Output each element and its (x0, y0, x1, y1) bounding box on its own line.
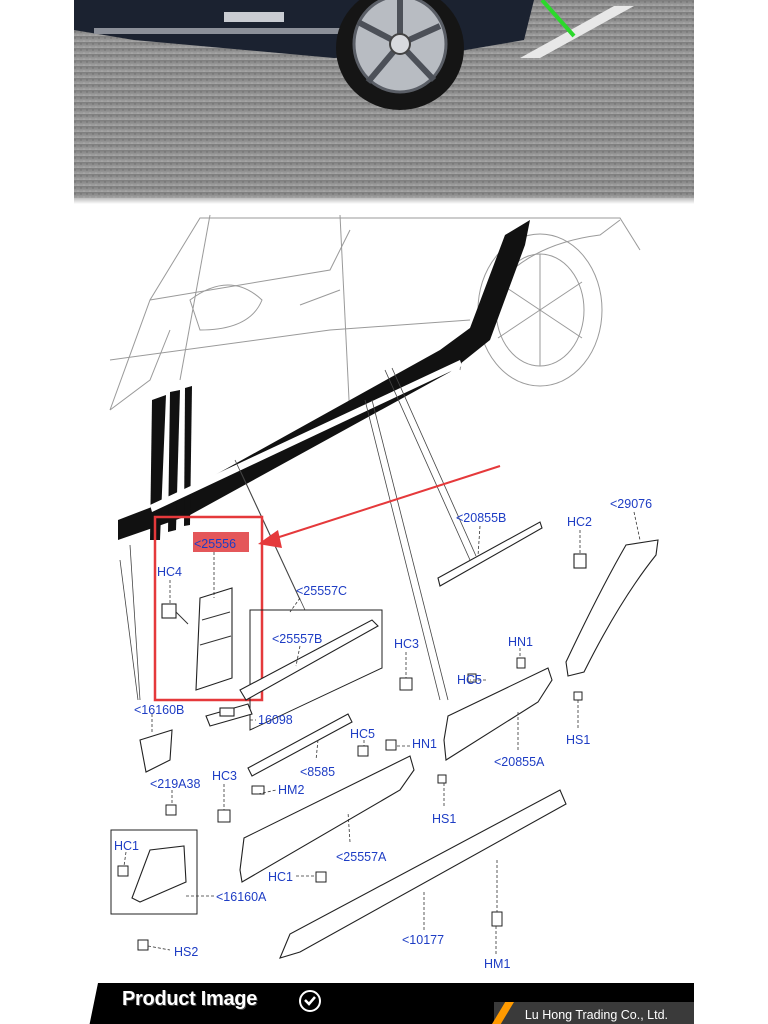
bumper-chrome (94, 28, 344, 34)
wheel-hub (389, 33, 411, 55)
label-hc5-top: HC5 (457, 673, 482, 687)
label-25557a: <25557A (336, 850, 387, 864)
part-16160a-cover (110, 829, 198, 915)
label-hc3-top: HC3 (394, 637, 419, 651)
part-8585-strip (247, 713, 353, 777)
part-25556-garnish (195, 587, 233, 691)
label-16160a: <16160A (216, 890, 267, 904)
part-hc2-clip (573, 553, 587, 569)
label-10177: <10177 (402, 933, 444, 947)
label-hs1-mid: HS1 (432, 812, 456, 826)
part-16098-clip (205, 703, 253, 727)
label-25557c: <25557C (296, 584, 347, 598)
part-20855b-strip (437, 521, 543, 587)
parts-diagram: <25556 HC4 <25557C <25557B <16160B 16098… (109, 214, 659, 971)
label-hn1-mid: HN1 (412, 737, 437, 751)
part-25557b-moulding (239, 619, 379, 701)
highlight-label-bg (193, 532, 249, 552)
label-hn1-top: HN1 (508, 635, 533, 649)
label-219a38: <219A38 (150, 777, 200, 791)
part-16160b-cover (139, 729, 173, 773)
label-16160b: <16160B (134, 703, 184, 717)
label-hs1-right: HS1 (566, 733, 590, 747)
part-hc4-clip (161, 603, 189, 625)
label-25557b: <25557B (272, 632, 322, 646)
label-29076: <29076 (610, 497, 652, 511)
highlight-arrow-shaft (269, 465, 501, 541)
label-hm1: HM1 (484, 957, 510, 971)
road-marking (520, 6, 634, 58)
label-25556: <25556 (194, 537, 236, 551)
company-name: Lu Hong Trading Co., Ltd. (524, 1008, 668, 1022)
label-hc3-mid: HC3 (212, 769, 237, 783)
footer-banner: Product Image Lu Hong Trading Co., Ltd. (84, 983, 694, 1024)
car-trim-strips (118, 220, 530, 540)
car-photo (74, 0, 694, 198)
photo-shadow (74, 198, 694, 204)
leader-lines (119, 367, 477, 701)
label-hc2: HC2 (567, 515, 592, 529)
highlight-arrow-head (258, 530, 282, 548)
label-8585: <8585 (300, 765, 335, 779)
part-10177-sill (279, 789, 567, 959)
label-hc1-bottom: HC1 (268, 870, 293, 884)
label-hc5-mid: HC5 (350, 727, 375, 741)
part-25557a-moulding (239, 755, 415, 883)
pointer-line (540, 0, 576, 38)
footer-slash (84, 983, 98, 1024)
label-leaders (123, 511, 641, 956)
label-20855b: <20855B (456, 511, 506, 525)
label-16098: 16098 (258, 713, 293, 727)
part-small-clips (117, 657, 583, 951)
label-hm2: HM2 (278, 783, 304, 797)
highlight-box (153, 515, 264, 702)
footer-stripe (494, 1002, 694, 1024)
label-hc4: HC4 (157, 565, 182, 579)
label-20855a: <20855A (494, 755, 545, 769)
part-29076-arch (565, 539, 659, 677)
label-hs2: HS2 (174, 945, 198, 959)
bumper-trim (224, 12, 284, 22)
part-20855a-moulding (443, 667, 553, 761)
label-hc1-left: HC1 (114, 839, 139, 853)
check-circle-icon (299, 990, 321, 1012)
footer-title: Product Image (122, 988, 258, 1010)
